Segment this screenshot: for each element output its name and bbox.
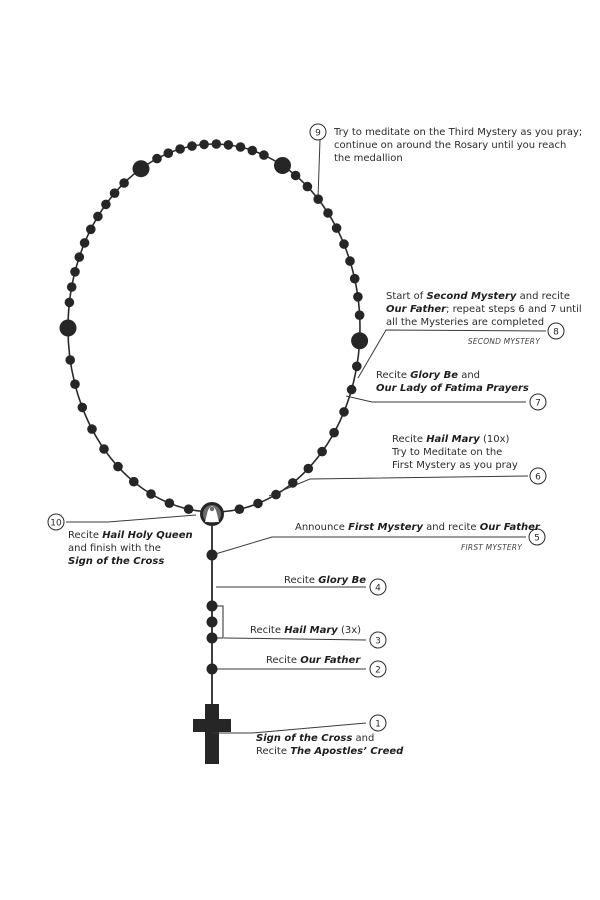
hail-mary-bead: [313, 194, 324, 204]
step-8-text: Start of Second Mystery and recite Our F…: [386, 291, 582, 328]
hail-mary-bead: [303, 463, 314, 474]
hail-mary-bead: [302, 181, 313, 192]
hail-mary-bead: [74, 252, 85, 262]
hail-mary-bead: [354, 310, 365, 321]
step-4-number: 4: [375, 584, 381, 594]
hail-mary-bead: [206, 600, 218, 612]
hail-mary-bead: [317, 446, 327, 457]
hail-mary-bead: [223, 140, 234, 150]
hail-mary-bead: [183, 504, 194, 514]
hail-mary-bead: [79, 238, 90, 248]
first-mystery-tag: FIRST MYSTERY: [461, 543, 522, 552]
step-4-circle: [369, 578, 387, 596]
hail-mary-bead: [253, 498, 263, 509]
step-3-circle: [369, 631, 387, 649]
step-1-circle: [369, 714, 387, 732]
hail-mary-bead: [164, 498, 175, 509]
step-8-number: 8: [553, 328, 559, 338]
hail-mary-bead: [70, 379, 80, 390]
medallion-icon: [200, 502, 224, 526]
step-number-markers: 1 2 3 4 5 6 7 8 9 10: [47, 123, 565, 732]
hail-mary-bead: [119, 178, 129, 188]
our-father-bead: [132, 160, 150, 178]
step-5-circle: [528, 528, 546, 546]
hail-mary-bead: [199, 139, 209, 150]
hail-mary-bead: [163, 148, 174, 158]
hail-mary-bead: [152, 153, 162, 164]
hail-mary-bead: [99, 444, 109, 454]
hail-mary-bead: [146, 489, 156, 499]
hail-mary-bead: [271, 489, 281, 500]
hail-mary-bead: [288, 478, 298, 488]
hail-mary-bead: [352, 361, 362, 372]
step-7-circle: [529, 393, 547, 411]
hail-mary-bead: [331, 223, 342, 233]
hail-mary-bead: [87, 424, 97, 434]
step-9-text: Try to meditate on the Third Mystery as …: [334, 127, 583, 164]
step-9-number: 9: [315, 129, 321, 139]
hail-mary-bead: [206, 616, 218, 628]
step-7-number: 7: [535, 399, 541, 409]
rosary-beads: [59, 139, 369, 675]
hail-mary-bead: [101, 199, 111, 210]
step-6-circle: [529, 467, 547, 485]
our-father-bead: [59, 319, 77, 337]
hail-mary-bead: [93, 211, 103, 222]
hail-mary-bead: [77, 402, 88, 413]
hail-mary-bead: [247, 145, 258, 156]
hail-mary-bead: [187, 141, 197, 151]
hail-mary-bead: [259, 150, 269, 160]
hail-mary-bead: [323, 208, 333, 218]
step-2-number: 2: [375, 666, 381, 676]
hail-mary-bead: [346, 384, 357, 395]
step-10-circle: [47, 513, 65, 531]
hail-mary-bead: [349, 273, 360, 284]
second-mystery-tag: SECOND MYSTERY: [467, 337, 540, 346]
step-6-number: 6: [535, 473, 541, 483]
step-7-text: Recite Glory Be and Our Lady of Fatima P…: [376, 370, 529, 394]
hail-mary-bead: [129, 476, 139, 487]
hail-mary-bead: [329, 427, 339, 438]
hail-mary-bead: [206, 632, 218, 644]
hail-mary-bead: [175, 144, 185, 154]
hail-mary-bead: [353, 292, 363, 302]
crucifix-icon: [193, 704, 231, 764]
step-10-number: 10: [50, 519, 62, 529]
our-father-bead: [206, 663, 218, 675]
hail-mary-bead: [339, 407, 349, 417]
step-5-number: 5: [534, 534, 540, 544]
our-father-bead: [206, 549, 218, 561]
hail-mary-bead: [345, 256, 355, 266]
hail-mary-bead: [235, 142, 246, 152]
hail-mary-bead: [339, 239, 349, 249]
step-4-text: Recite Glory Be: [284, 575, 367, 586]
step-2-circle: [369, 660, 387, 678]
hail-mary-bead: [64, 297, 75, 308]
step-1-text: Sign of the Cross and Recite The Apostle…: [256, 733, 404, 757]
step-8-circle: [547, 322, 565, 340]
step-5-text: Announce First Mystery and recite Our Fa…: [295, 522, 540, 533]
hail-mary-bead: [113, 461, 123, 472]
hail-mary-bead: [66, 282, 77, 292]
step-3-text: Recite Hail Mary (3x): [250, 625, 362, 636]
step-3-number: 3: [375, 637, 381, 647]
step-9-circle: [309, 123, 327, 141]
hail-mary-bead: [290, 170, 301, 181]
step-6-text: Recite Hail Mary (10x) Try to Meditate o…: [392, 434, 518, 471]
hail-mary-bead: [70, 267, 80, 277]
step-1-number: 1: [375, 720, 381, 730]
our-father-bead: [351, 332, 369, 350]
hail-mary-bead: [109, 188, 120, 198]
step-2-text: Recite Our Father: [266, 655, 361, 666]
hail-mary-bead: [234, 504, 245, 514]
leader-lines: [66, 139, 547, 734]
step-10-text: Recite Hail Holy Queen and finish with t…: [68, 530, 193, 567]
hail-mary-bead: [211, 139, 222, 149]
hail-mary-bead: [65, 355, 75, 365]
our-father-bead: [274, 157, 291, 174]
hail-mary-bead: [86, 224, 96, 235]
